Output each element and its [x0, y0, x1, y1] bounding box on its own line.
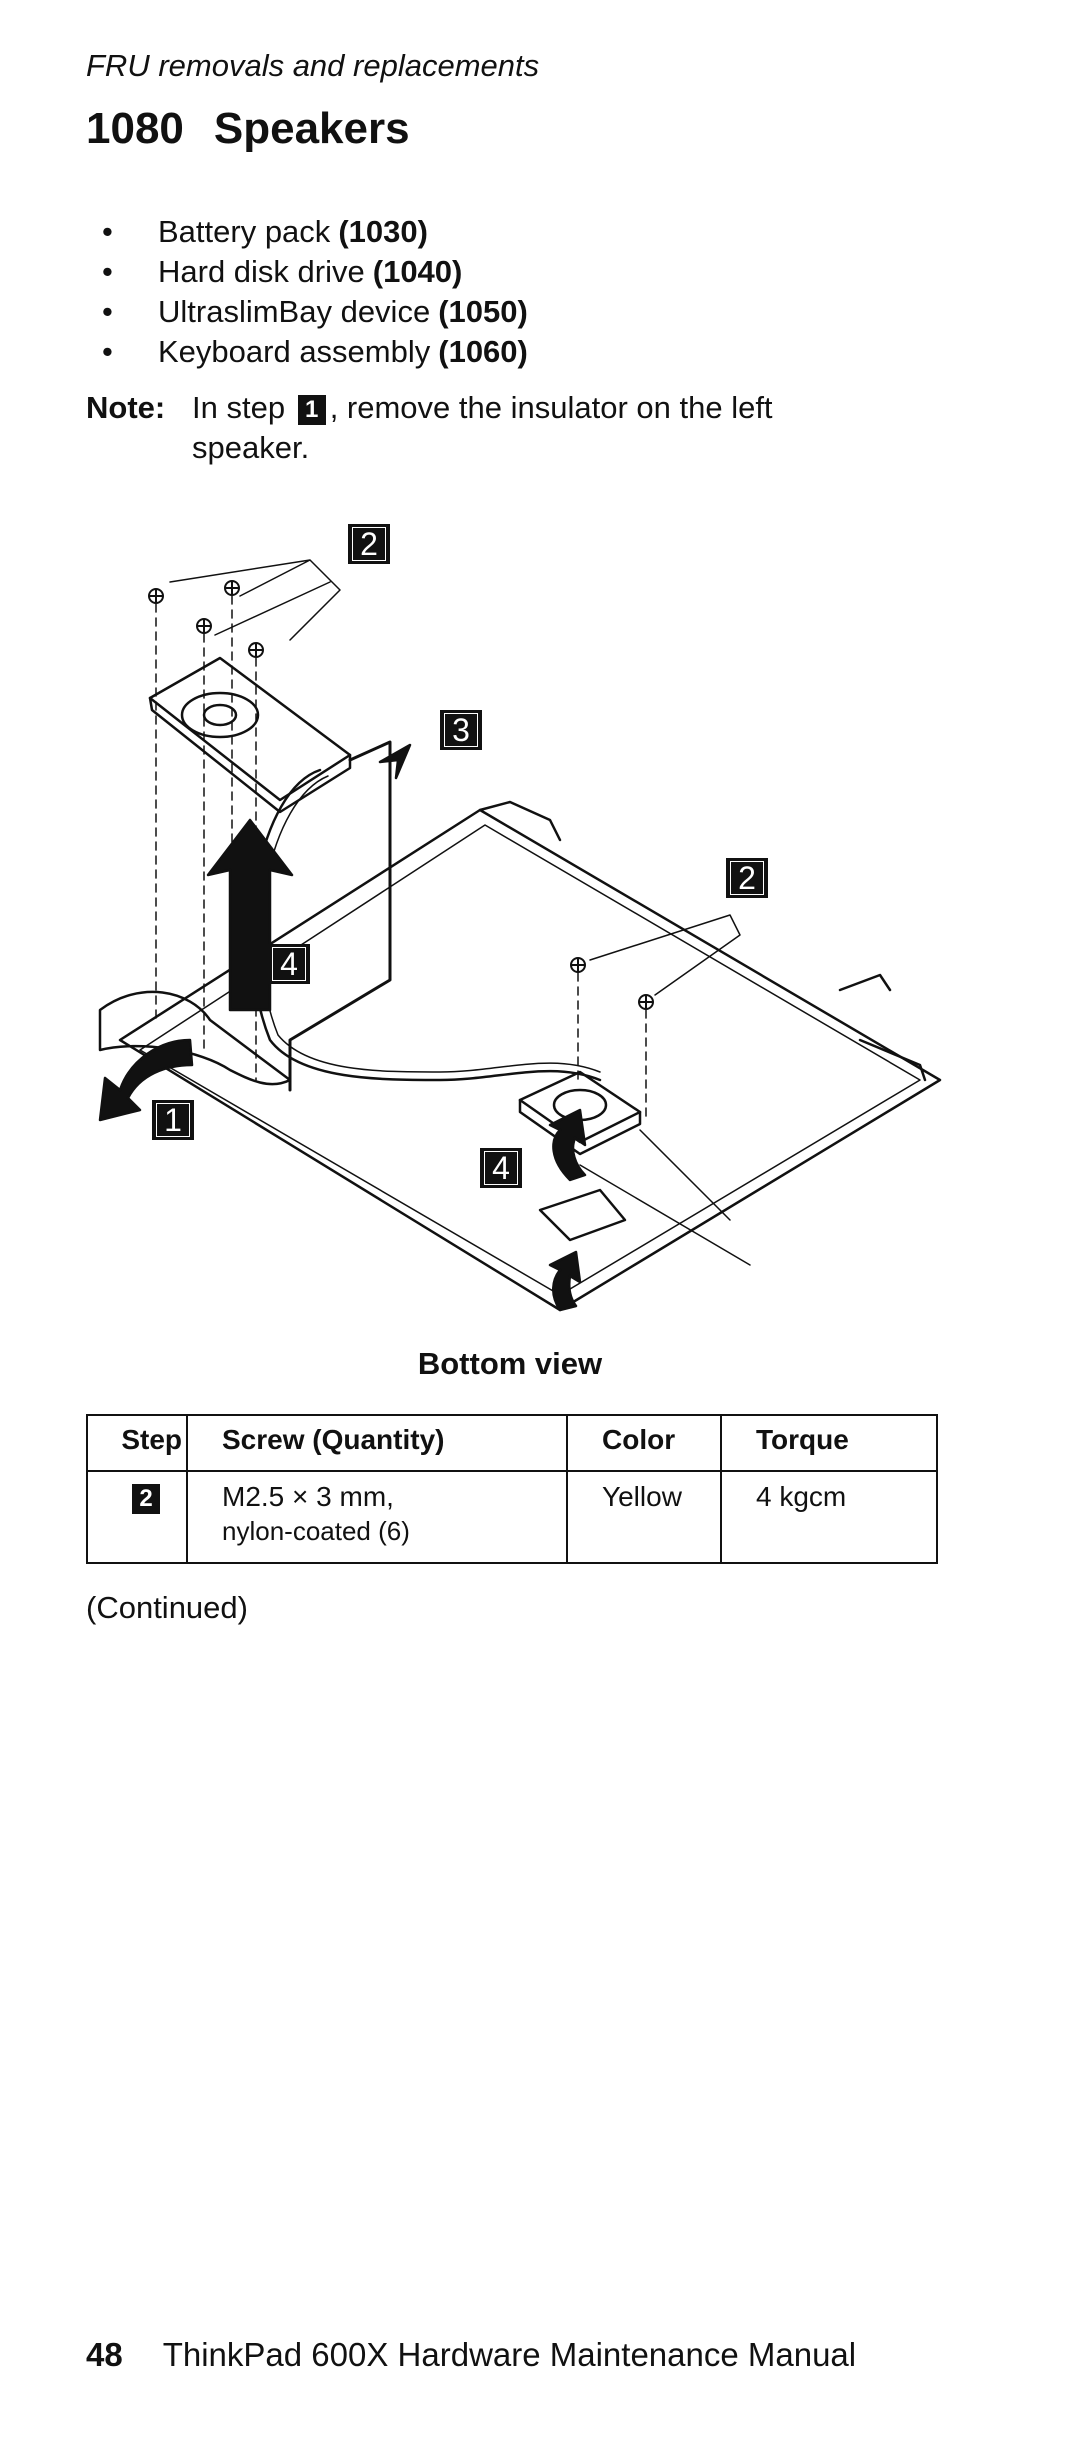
table-header-row: Step Screw (Quantity) Color Torque [86, 1414, 938, 1472]
list-item: • UltraslimBay device(1050) [86, 292, 528, 332]
insulator-sheet [98, 990, 292, 1086]
prerequisite-list: • Battery pack(1030) • Hard disk drive(104… [86, 212, 528, 372]
page-footer: 48 ThinkPad 600X Hardware Maintenance Man… [86, 2336, 856, 2374]
callout-badge: 3 [440, 710, 482, 750]
cell-screw: M2.5 × 3 mm, nylon-coated (6) [186, 1470, 568, 1564]
callout-number: 3 [444, 713, 478, 747]
continued-label: (Continued) [86, 1590, 248, 1625]
speaker-cavity [538, 1188, 627, 1242]
callout-number: 4 [484, 1151, 518, 1185]
chassis-outline [118, 808, 942, 1312]
screw-icon [248, 642, 264, 658]
page-number: 48 [86, 2336, 123, 2373]
prereq-label: UltraslimBay device [158, 294, 431, 329]
prereq-ref: (1040) [372, 254, 463, 289]
lift-arrow-icon [548, 1108, 587, 1182]
prereq-ref: (1030) [338, 214, 428, 249]
callout-badge: 4 [268, 944, 310, 984]
note-text-before: In step [192, 390, 286, 425]
col-color: Color [566, 1414, 722, 1472]
prereq-label: Hard disk drive [158, 254, 365, 289]
running-head: FRU removals and replacements [86, 48, 540, 83]
bullet-icon: • [102, 214, 113, 249]
col-torque: Torque [720, 1414, 938, 1472]
section-title: Speakers [213, 104, 410, 153]
step-badge: 1 [297, 394, 326, 425]
callout-badge: 4 [480, 1148, 522, 1188]
callout-leader-lines [589, 914, 741, 996]
prereq-label: Keyboard assembly [158, 334, 431, 369]
step-badge: 2 [132, 1483, 160, 1514]
route-arrow-icon [378, 743, 412, 780]
screw-icon [196, 618, 212, 634]
note-label: Note: [86, 390, 166, 425]
list-item: • Keyboard assembly(1060) [86, 332, 528, 372]
speaker-removal-figure: 2 3 2 4 1 4 [80, 520, 960, 1320]
chassis-inner-edge [139, 824, 921, 1296]
manual-title: ThinkPad 600X Hardware Maintenance Manua… [162, 2336, 857, 2373]
cell-step: 2 [86, 1470, 188, 1564]
left-speaker-cone [180, 691, 260, 739]
col-step: Step [86, 1414, 188, 1472]
bullet-icon: • [102, 334, 113, 369]
callout-leader-lines [169, 559, 341, 641]
figure-caption: Bottom view [417, 1346, 603, 1381]
cell-torque: 4 kgcm [720, 1470, 938, 1564]
callout-number: 1 [156, 1103, 190, 1137]
bullet-icon: • [102, 294, 113, 329]
callout-badge: 2 [726, 858, 768, 898]
note-body: In step 1, remove the insulator on the l… [192, 388, 892, 468]
callout-number: 4 [272, 947, 306, 981]
screw-quantity: nylon-coated (6) [222, 1516, 410, 1546]
screw-icon [638, 994, 654, 1010]
left-speaker-housing-edge [148, 696, 352, 814]
col-screw: Screw (Quantity) [186, 1414, 568, 1472]
speaker-cable [250, 768, 602, 1082]
cell-color: Yellow [566, 1470, 722, 1564]
screw-table: Step Screw (Quantity) Color Torque 2 M2.… [86, 1414, 938, 1564]
prereq-ref: (1060) [438, 334, 528, 369]
screw-spec: M2.5 × 3 mm, [222, 1481, 394, 1512]
rail [579, 1129, 751, 1266]
lift-arrow-icon [206, 818, 294, 1012]
screw-icon [570, 957, 586, 973]
screw-icon [224, 580, 240, 596]
prereq-ref: (1050) [438, 294, 528, 329]
lift-arrow-icon [548, 1250, 582, 1312]
screw-icon [148, 588, 164, 604]
callout-badge: 2 [348, 524, 390, 564]
bullet-icon: • [102, 254, 113, 289]
callout-number: 2 [352, 527, 386, 561]
callout-number: 2 [730, 861, 764, 895]
page-title: 1080 Speakers [86, 104, 410, 154]
chassis-right-wall [838, 973, 927, 1082]
peel-arrow-icon [98, 1038, 194, 1122]
prereq-label: Battery pack [158, 214, 331, 249]
list-item: • Battery pack(1030) [86, 212, 528, 252]
exploded-view-illustration [98, 559, 942, 1312]
list-item: • Hard disk drive(1040) [86, 252, 528, 292]
chassis-rear-wall [478, 800, 562, 842]
note-text-after: , remove the insulator on the left speak… [192, 390, 773, 465]
table-row: 2 M2.5 × 3 mm, nylon-coated (6) Yellow 4 … [86, 1470, 938, 1564]
section-number: 1080 [86, 104, 184, 153]
callout-badge: 1 [152, 1100, 194, 1140]
cable-routing-bracket [288, 740, 392, 1092]
